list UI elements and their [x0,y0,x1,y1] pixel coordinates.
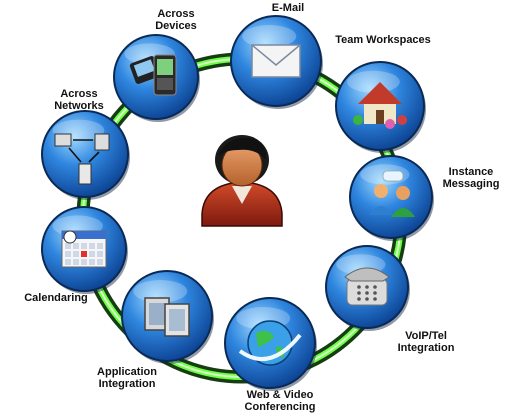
globe-icon [238,320,302,366]
node-instance-messaging [349,155,434,241]
calendar-icon [61,230,107,268]
node-across-networks [41,110,130,200]
label-line: Conferencing [244,401,316,413]
label-instance-messaging: Instance Messaging [436,166,506,190]
center-user-avatar-icon [201,135,283,227]
node-application-integration [121,270,214,364]
label-line: VoIP/Tel [405,330,447,342]
label-line: Web & Video [246,389,314,401]
label-email: E-Mail [256,2,320,14]
label-across-networks: Across Networks [44,88,114,112]
envelope-icon [251,44,301,78]
chat-people-icon [369,170,415,217]
telephone-icon [344,267,390,306]
label-line: Networks [54,100,104,112]
node-across-devices [113,34,200,122]
label-line: E-Mail [271,2,305,14]
node-voip-tel [325,245,410,331]
label-calendaring: Calendaring [14,292,98,304]
handheld-devices-icon [129,54,177,96]
label-line: Instance [448,166,494,178]
label-web-video: Web & Video Conferencing [232,389,328,413]
node-team-workspaces [335,61,426,153]
label-line: Integration [98,378,156,390]
label-line: Team Workspaces [335,34,431,46]
label-application-integration: Application Integration [82,366,172,390]
label-across-devices: Across Devices [140,8,212,32]
node-calendaring [41,206,128,294]
windows-icon [144,297,190,337]
label-voip-tel: VoIP/Tel Integration [384,330,468,354]
label-line: Integration [397,342,455,354]
label-line: Across [157,8,195,20]
node-email [230,15,323,109]
label-line: Calendaring [24,292,88,304]
label-line: Application [97,366,157,378]
label-team-workspaces: Team Workspaces [324,34,442,46]
label-line: Messaging [442,178,500,190]
label-line: Devices [155,20,197,32]
label-line: Across [60,88,98,100]
node-web-video [224,297,317,391]
network-computers-icon [54,133,110,185]
house-people-icon [353,82,407,129]
